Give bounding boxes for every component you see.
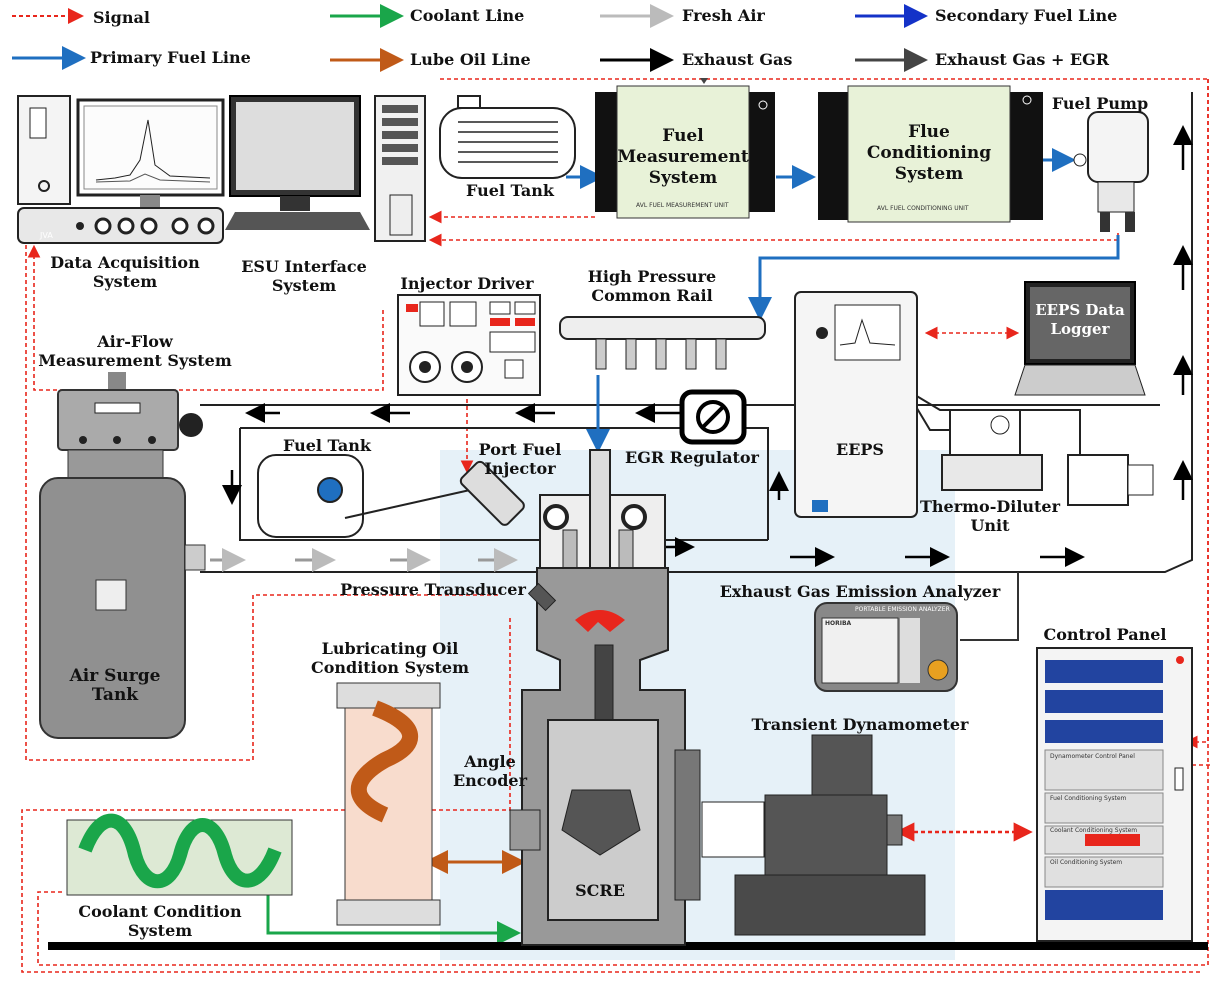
eeps-logger-label: EEPS Data Logger: [1025, 301, 1135, 339]
eeps-cabinet: [795, 292, 917, 517]
air-flow-label: Air-Flow Measurement System: [30, 332, 240, 370]
data-acquisition-label: Data Acquisition System: [40, 253, 210, 291]
analyzer-header-text: PORTABLE EMISSION ANALYZER: [855, 606, 950, 613]
legend-primary-fuel-label: Primary Fuel Line: [90, 48, 251, 67]
legend-exhaust-egr-label: Exhaust Gas + EGR: [935, 50, 1109, 69]
pressure-transducer-label: Pressure Transducer: [333, 580, 533, 599]
exhaust-gas-analyzer: [815, 603, 957, 691]
legend-lube-oil-label: Lube Oil Line: [410, 50, 531, 69]
eeps-label: EEPS: [820, 440, 900, 459]
injector-driver-panel: [398, 295, 540, 395]
port-fuel-tank-label: Fuel Tank: [272, 436, 382, 455]
lube-oil-label: Lubricating Oil Condition System: [300, 639, 480, 677]
transient-dyno-label: Transient Dynamometer: [735, 715, 985, 734]
egr-regulator-icon: [682, 392, 744, 442]
flue-conditioning-caption: AVL FUEL CONDITIONING UNIT: [877, 205, 969, 212]
angle-encoder-label: Angle Encoder: [440, 752, 540, 790]
fuel-pump-icon: [1074, 112, 1148, 232]
flue-conditioning-label: Flue Conditioning System: [848, 122, 1010, 185]
coolant-condition-label: Coolant Condition System: [60, 902, 260, 940]
port-fuel-injector-label: Port Fuel Injector: [465, 440, 575, 478]
fuel-measurement-label: Fuel Measurement System: [617, 126, 749, 189]
data-acquisition-device: [18, 96, 223, 243]
esu-interface-computer: [225, 96, 425, 241]
lube-oil-column: [337, 683, 440, 925]
legend-fresh-air-label: Fresh Air: [682, 6, 765, 25]
control-panel-label: Control Panel: [1035, 625, 1175, 644]
daq-brand-text: JVA: [40, 231, 53, 240]
control-panel-section-fuel: Fuel Conditioning System: [1050, 795, 1126, 802]
control-panel-section-oil: Oil Conditioning System: [1050, 859, 1122, 866]
legend-secondary-fuel-label: Secondary Fuel Line: [935, 6, 1117, 25]
esu-interface-label: ESU Interface System: [234, 257, 374, 295]
air-surge-tank-label: Air Surge Tank: [55, 667, 175, 705]
fuel-measurement-caption: AVL FUEL MEASUREMENT UNIT: [636, 202, 729, 209]
fuel-tank-top-icon: [440, 96, 575, 178]
egr-regulator-label: EGR Regulator: [622, 448, 762, 467]
legend-coolant-label: Coolant Line: [410, 6, 524, 25]
control-panel-section-dyno: Dynamometer Control Panel: [1050, 753, 1135, 760]
coolant-condition-box: [67, 820, 292, 895]
analyzer-brand-text: HORIBA: [825, 620, 851, 627]
injector-driver-label: Injector Driver: [392, 274, 542, 293]
fuel-pump-label: Fuel Pump: [1045, 94, 1155, 113]
thermo-diluter-unit: [942, 410, 1153, 505]
legend-exhaust-label: Exhaust Gas: [682, 50, 792, 69]
fuel-tank-top-label: Fuel Tank: [455, 181, 565, 200]
exhaust-analyzer-label: Exhaust Gas Emission Analyzer: [710, 582, 1010, 601]
common-rail-label: High Pressure Common Rail: [572, 267, 732, 305]
legend-signal-label: Signal: [93, 8, 150, 27]
scre-label: SCRE: [560, 881, 640, 900]
control-panel-section-coolant: Coolant Conditioning System: [1050, 827, 1137, 834]
thermo-diluter-label: Thermo-Diluter Unit: [915, 497, 1065, 535]
common-rail-icon: [560, 317, 765, 369]
